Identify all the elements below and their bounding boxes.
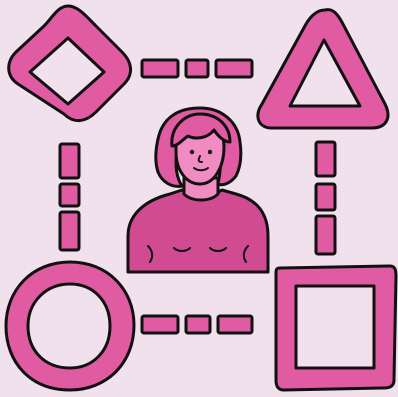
shirt (128, 190, 268, 272)
connector-left (60, 144, 79, 250)
left-eye (190, 150, 194, 154)
connector-right (316, 142, 335, 254)
circle-shape (6, 262, 134, 390)
right-eye (208, 150, 212, 154)
connector-top (142, 60, 252, 77)
connector-bottom (142, 316, 252, 333)
square-shape (276, 266, 396, 390)
